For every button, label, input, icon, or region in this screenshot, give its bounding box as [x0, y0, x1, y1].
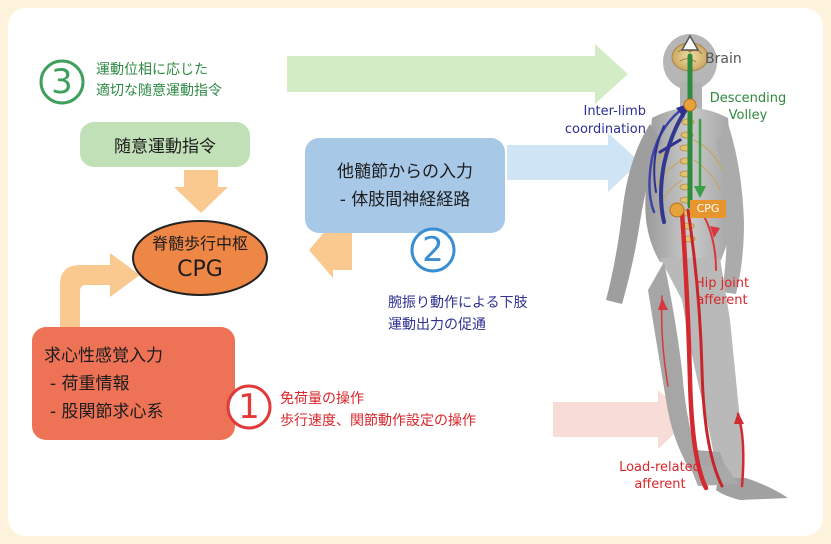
descending-junction — [683, 98, 697, 112]
arrow-interlimb-to-cpg — [309, 222, 352, 278]
voluntary-command-box — [80, 122, 250, 167]
interlimb-coordination-label: Inter-limb coordination — [548, 103, 646, 139]
descending-volley-line1: Descending — [709, 91, 787, 106]
cpg-tag-background — [690, 200, 726, 218]
afferent-input-box — [32, 327, 235, 440]
interlimb-coordination-line1: Inter-limb — [583, 104, 646, 119]
note-one-line1: 免荷量の操作 — [280, 391, 364, 407]
interlimb-input-title: 他髄節からの入力 — [337, 161, 473, 182]
afferent-input-hip: - 股関節求心系 — [50, 401, 164, 422]
cpg-node: 脊髄歩行中枢 CPG — [133, 221, 267, 295]
cpg-title-ja: 脊髄歩行中枢 — [151, 234, 248, 253]
afferent-input-node: 求心性感覚入力 - 荷重情報 - 股関節求心系 — [44, 327, 234, 440]
interlimb-coordination-line2: coordination — [564, 122, 646, 137]
cpg-tag: CPG — [696, 202, 720, 215]
marker-three: 3 — [51, 62, 73, 102]
load-related-afferent-line1: Load-related — [619, 460, 701, 475]
load-related-afferent-line2: afferent — [634, 477, 686, 492]
cpg-title-en: CPG — [177, 257, 223, 282]
interlimb-input-detail: - 体肢間神経経路 — [339, 189, 471, 210]
cpg-junction — [669, 202, 685, 218]
afferent-input-title: 求心性感覚入力 — [44, 345, 163, 366]
note-two-line2: 運動出力の促通 — [388, 317, 486, 333]
hip-joint-afferent-line1: Hip joint — [694, 276, 750, 291]
note-three: 運動位相に応じた 適切な随意運動指令 — [96, 60, 222, 102]
interlimb-input-node: 他髄節からの入力 - 体肢間神経経路 — [305, 138, 505, 233]
arrow-afferent-to-cpg — [60, 253, 140, 330]
voluntary-command-label: 随意運動指令 — [114, 137, 216, 157]
hip-joint-afferent-line2: afferent — [696, 293, 748, 308]
pathway-arrowheads — [658, 34, 744, 424]
arrow-voluntary-to-brain — [287, 44, 628, 104]
marker-two: 2 — [422, 230, 444, 270]
brain-label: Brain — [705, 51, 742, 67]
cpg-ellipse — [132, 220, 268, 296]
voluntary-command-node: 随意運動指令 — [80, 122, 250, 167]
descending-volley-line2: Volley — [728, 108, 768, 123]
note-two-line1: 腕振り動作による下肢 — [388, 295, 528, 311]
note-one: 免荷量の操作 歩行速度、関節動作設定の操作 — [280, 388, 476, 432]
arrow-interlimb-to-body — [507, 133, 640, 192]
interlimb-input-box — [305, 138, 505, 233]
descending-volley-label: Descending Volley — [700, 90, 796, 124]
note-three-line1: 運動位相に応じた — [96, 62, 208, 78]
marker-circle-3 — [39, 59, 85, 105]
afferent-input-load: - 荷重情報 — [50, 373, 130, 394]
hip-joint-afferent-label: Hip joint afferent — [686, 275, 758, 309]
note-two: 腕振り動作による下肢 運動出力の促通 — [388, 292, 528, 336]
note-one-line2: 歩行速度、関節動作設定の操作 — [280, 413, 476, 429]
marker-one: 1 — [238, 387, 260, 427]
load-related-afferent-label: Load-related afferent — [608, 459, 712, 493]
neural-pathways — [648, 53, 745, 491]
arrow-voluntary-to-cpg — [174, 170, 228, 213]
marker-circle-1 — [226, 384, 272, 430]
note-three-line2: 適切な随意運動指令 — [96, 83, 222, 99]
marker-circle-2 — [410, 227, 456, 273]
arrow-afferent-to-leg — [553, 390, 690, 449]
